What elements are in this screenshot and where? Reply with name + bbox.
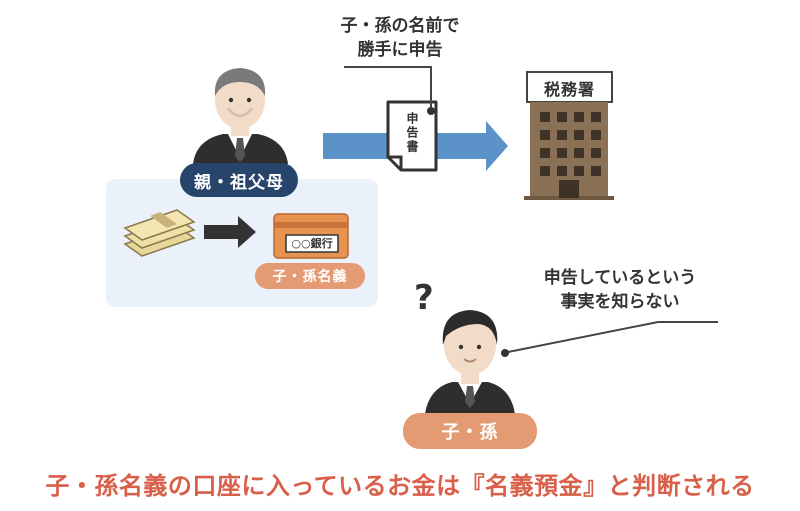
top-note-line1: 子・孫の名前で bbox=[340, 16, 460, 36]
account-name-label: 子・孫名義 bbox=[255, 263, 365, 289]
elderly-man-icon bbox=[193, 68, 288, 164]
child-note: 申告しているという 事実を知らない bbox=[520, 266, 720, 314]
parent-label: 親・祖父母 bbox=[180, 163, 298, 197]
bank-card-label: ○○銀行 bbox=[291, 237, 333, 250]
top-note-leader bbox=[344, 66, 432, 108]
child-label: 子・孫 bbox=[403, 413, 537, 449]
cash-bundle-icon bbox=[123, 209, 196, 257]
bank-passbook-icon bbox=[273, 213, 349, 259]
child-note-leader bbox=[507, 321, 718, 353]
top-note-line2: 勝手に申告 bbox=[357, 40, 443, 60]
transfer-arrow bbox=[204, 216, 256, 248]
question-mark: ? bbox=[414, 278, 434, 318]
tax-return-document-icon bbox=[386, 100, 438, 172]
document-label: 申告書 bbox=[405, 112, 419, 154]
top-note: 子・孫の名前で 勝手に申告 bbox=[330, 14, 470, 62]
office-building-icon bbox=[524, 71, 614, 200]
young-man-icon bbox=[425, 310, 515, 414]
caption: 子・孫名義の口座に入っているお金は『名義預金』と判断される bbox=[45, 472, 755, 500]
child-note-line1: 申告しているという bbox=[543, 268, 697, 288]
child-note-line2: 事実を知らない bbox=[560, 292, 680, 312]
tax-office-label: 税務署 bbox=[543, 80, 595, 99]
